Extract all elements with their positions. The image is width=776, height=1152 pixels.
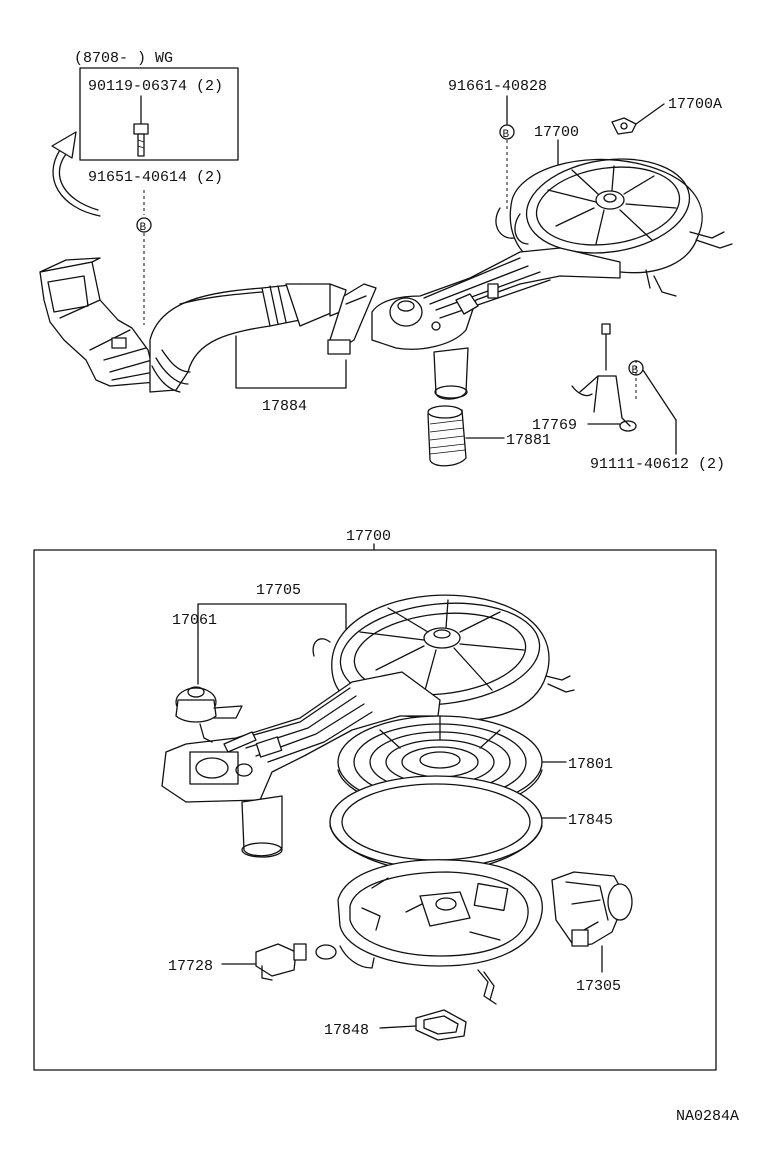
production-range-label: (8708- ) WG bbox=[74, 50, 173, 67]
part-number-17845: 17845 bbox=[568, 812, 613, 829]
air-cleaner-case bbox=[337, 859, 543, 1005]
part-number-17061: 17061 bbox=[172, 612, 217, 629]
svg-text:B: B bbox=[503, 129, 510, 141]
part-number-17884: 17884 bbox=[262, 398, 307, 415]
variant-inset: (8708- ) WG 90119-06374 (2) bbox=[74, 50, 239, 161]
part-number-17728: 17728 bbox=[168, 958, 213, 975]
air-cleaner-cover-17705 bbox=[161, 594, 575, 858]
air-cleaner-assembly-top bbox=[371, 158, 733, 400]
bolt-icon bbox=[133, 123, 149, 157]
vacuum-valve-17061 bbox=[175, 686, 243, 743]
ref-marker-b-clamp: B bbox=[136, 190, 152, 325]
part-number-91651-40614: 91651-40614 (2) bbox=[88, 169, 223, 186]
gasket-17845 bbox=[329, 775, 543, 873]
curved-arrow-icon bbox=[51, 131, 101, 217]
intake-hose-17884 bbox=[149, 283, 347, 393]
part-number-17700a: 17700A bbox=[668, 96, 722, 113]
part-number-17769: 17769 bbox=[532, 417, 577, 434]
part-number-17881: 17881 bbox=[506, 432, 551, 449]
gasket-17848 bbox=[415, 1009, 467, 1041]
nut-17700a bbox=[611, 117, 637, 135]
svg-text:B: B bbox=[140, 222, 147, 234]
hose-connector bbox=[327, 283, 377, 355]
part-number-17700-assembly: 17700 bbox=[346, 528, 391, 545]
sensor-17728 bbox=[255, 943, 337, 981]
part-number-17305: 17305 bbox=[576, 978, 621, 995]
part-number-17801: 17801 bbox=[568, 756, 613, 773]
part-number-90119-06374: 90119-06374 (2) bbox=[88, 78, 223, 95]
air-flow-meter-17305 bbox=[551, 871, 633, 947]
bracket-17769 bbox=[571, 323, 637, 432]
part-number-91111-40612: 91111-40612 (2) bbox=[590, 456, 725, 473]
part-number-17705: 17705 bbox=[256, 582, 301, 599]
part-number-17700-top: 17700 bbox=[534, 124, 579, 141]
part-number-91661-40828: 91661-40828 bbox=[448, 78, 547, 95]
hose-17881 bbox=[427, 405, 467, 467]
ref-marker-b-bolt: B bbox=[499, 124, 515, 210]
svg-text:B: B bbox=[632, 365, 639, 377]
part-number-17848: 17848 bbox=[324, 1022, 369, 1039]
figure-id: NA0284A bbox=[676, 1108, 739, 1125]
intake-duct bbox=[39, 257, 157, 387]
exploded-view-frame bbox=[33, 549, 717, 1071]
ref-marker-b-bracket: B bbox=[628, 360, 644, 400]
